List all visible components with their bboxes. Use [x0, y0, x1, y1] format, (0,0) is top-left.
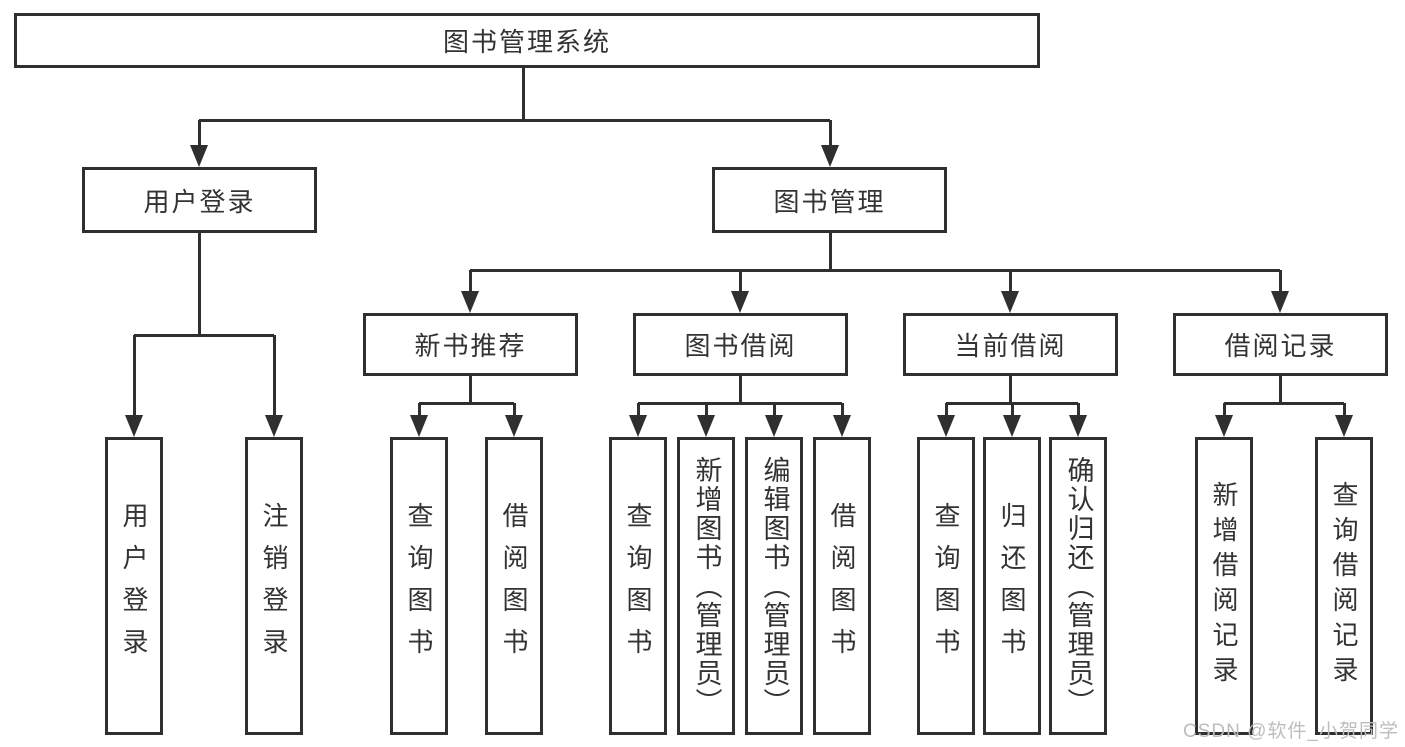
leaf-query-books-recommend: 查询图书	[390, 437, 448, 735]
node-root-library-system: 图书管理系统	[14, 13, 1040, 68]
arrowhead-down-icon	[833, 415, 851, 437]
arrowhead-down-icon	[505, 415, 523, 437]
arrowhead-down-icon	[821, 145, 839, 167]
arrowhead-down-icon	[1335, 415, 1353, 437]
node-new-book-recommend: 新书推荐	[363, 313, 578, 376]
node-label: 图书借阅	[684, 331, 797, 361]
arrow-stub	[1278, 270, 1282, 291]
arrow-stub	[512, 403, 516, 415]
arrowhead-down-icon	[190, 145, 208, 167]
arrowhead-down-icon	[697, 415, 715, 437]
arrowhead-down-icon	[1001, 291, 1019, 313]
arrow-stub	[636, 403, 640, 415]
leaf-query-borrow-record: 查询借阅记录	[1315, 437, 1373, 735]
watermark: CSDN @软件_小贺同学	[1183, 721, 1399, 742]
node-label: 新增借阅记录	[1209, 481, 1239, 691]
arrow-stub	[704, 403, 708, 415]
arrowhead-down-icon	[1069, 415, 1087, 437]
node-label: 新增图书（管理员）	[691, 455, 722, 717]
node-borrow-records: 借阅记录	[1173, 313, 1388, 376]
arrow-stub	[840, 403, 844, 415]
node-label: 编辑图书（管理员）	[759, 455, 790, 717]
connector-hline	[1224, 401, 1344, 405]
node-label: 借阅图书	[827, 502, 857, 670]
connector-hline	[419, 401, 514, 405]
node-label: 归还图书	[997, 502, 1027, 670]
leaf-confirm-return-admin: 确认归还（管理员）	[1049, 437, 1107, 735]
connector-hline	[199, 118, 830, 122]
arrowhead-down-icon	[731, 291, 749, 313]
arrow-stub	[468, 270, 472, 291]
connector-vline	[1008, 376, 1012, 403]
arrowhead-down-icon	[629, 415, 647, 437]
arrowhead-down-icon	[1003, 415, 1021, 437]
node-label: 注销登录	[259, 502, 289, 670]
arrow-stub	[772, 403, 776, 415]
connector-vline	[738, 376, 742, 403]
arrowhead-down-icon	[265, 415, 283, 437]
connector-vline	[1278, 376, 1282, 403]
node-label: 借阅图书	[499, 502, 529, 670]
arrow-stub	[132, 335, 136, 415]
arrowhead-down-icon	[461, 291, 479, 313]
arrowhead-down-icon	[125, 415, 143, 437]
arrow-stub	[197, 120, 201, 145]
arrow-stub	[417, 403, 421, 415]
node-label: 查询图书	[931, 502, 961, 670]
node-book-borrow: 图书借阅	[633, 313, 848, 376]
arrow-stub	[738, 270, 742, 291]
connector-hline	[134, 333, 274, 337]
node-label: 查询借阅记录	[1329, 481, 1359, 691]
arrow-stub	[1008, 270, 1012, 291]
leaf-borrow-books-recommend: 借阅图书	[485, 437, 543, 735]
arrowhead-down-icon	[1271, 291, 1289, 313]
node-label: 用户登录	[143, 186, 256, 217]
node-label: 图书管理系统	[442, 27, 611, 57]
leaf-logout: 注销登录	[245, 437, 303, 735]
arrow-stub	[944, 403, 948, 415]
connector-vline	[468, 376, 472, 403]
leaf-add-book-admin: 新增图书（管理员）	[677, 437, 735, 735]
connector-vline	[521, 68, 525, 120]
node-label: 确认归还（管理员）	[1063, 455, 1094, 717]
leaf-borrow-books-borrow: 借阅图书	[813, 437, 871, 735]
connector-vline	[828, 233, 832, 270]
leaf-return-book: 归还图书	[983, 437, 1041, 735]
node-label: 用户登录	[119, 502, 149, 670]
node-label: 当前借阅	[954, 331, 1067, 361]
leaf-query-books-current: 查询图书	[917, 437, 975, 735]
node-user-login: 用户登录	[82, 167, 317, 233]
arrow-stub	[272, 335, 276, 415]
arrow-stub	[828, 120, 832, 145]
arrowhead-down-icon	[1215, 415, 1233, 437]
node-label: 查询图书	[404, 502, 434, 670]
connector-vline	[197, 233, 201, 335]
node-book-management: 图书管理	[712, 167, 947, 233]
arrow-stub	[1010, 403, 1014, 415]
node-label: 图书管理	[773, 186, 886, 217]
arrowhead-down-icon	[765, 415, 783, 437]
leaf-user-login: 用户登录	[105, 437, 163, 735]
node-current-borrow: 当前借阅	[903, 313, 1118, 376]
arrow-stub	[1076, 403, 1080, 415]
leaf-query-books-borrow: 查询图书	[609, 437, 667, 735]
connector-hline	[470, 268, 1280, 272]
node-label: 查询图书	[623, 502, 653, 670]
leaf-add-borrow-record: 新增借阅记录	[1195, 437, 1253, 735]
arrow-stub	[1342, 403, 1346, 415]
leaf-edit-book-admin: 编辑图书（管理员）	[745, 437, 803, 735]
arrowhead-down-icon	[410, 415, 428, 437]
arrow-stub	[1222, 403, 1226, 415]
arrowhead-down-icon	[937, 415, 955, 437]
node-label: 新书推荐	[414, 331, 527, 361]
connector-hline	[638, 401, 842, 405]
node-label: 借阅记录	[1224, 331, 1337, 361]
